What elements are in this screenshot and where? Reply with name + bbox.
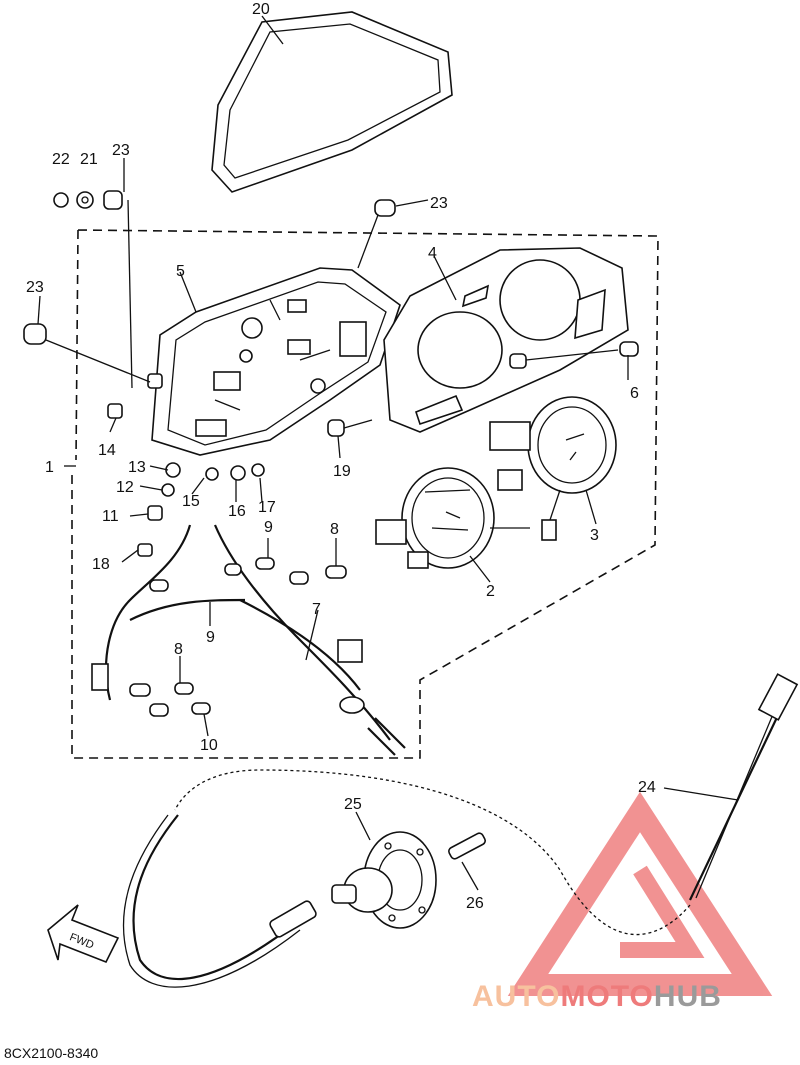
label-13: 13 (128, 459, 146, 476)
leader-lines (37, 15, 739, 891)
label-18: 18 (92, 556, 110, 573)
watermark-logo (507, 791, 773, 996)
label-23-top-right: 23 (430, 195, 448, 212)
callout-labels: 20 22 21 23 23 23 5 4 6 14 19 1 13 12 15… (26, 1, 656, 912)
speedometer (375, 467, 530, 569)
label-25: 25 (344, 796, 362, 813)
label-19: 19 (333, 463, 351, 480)
label-9-upper: 9 (264, 519, 273, 536)
gear-unit (331, 831, 437, 929)
watermark-text: AUTOMOTOHUB (472, 980, 722, 1014)
wire-harness (91, 524, 406, 756)
label-24: 24 (638, 779, 656, 796)
label-17: 17 (258, 499, 276, 516)
bezel-gasket (211, 11, 453, 193)
hardware-fasteners (23, 190, 639, 557)
label-23-left: 23 (26, 279, 44, 296)
label-8-upper: 8 (330, 521, 339, 538)
bulbs (129, 557, 347, 717)
pin (448, 832, 486, 860)
watermark-moto: MOTO (560, 980, 654, 1013)
label-16: 16 (228, 503, 246, 520)
watermark-hub: HUB (653, 980, 722, 1013)
label-8-lower: 8 (174, 641, 183, 658)
label-15: 15 (182, 493, 200, 510)
label-10: 10 (200, 737, 218, 754)
meter-lower-case (151, 267, 401, 456)
label-20: 20 (252, 1, 270, 18)
label-21: 21 (80, 151, 98, 168)
meter-upper-case (383, 247, 629, 433)
label-26: 26 (466, 895, 484, 912)
speedometer-cable (122, 673, 799, 988)
label-9-lower: 9 (206, 629, 215, 646)
label-12: 12 (116, 479, 134, 496)
label-3: 3 (590, 527, 599, 544)
label-11: 11 (102, 508, 119, 525)
label-22: 22 (52, 151, 70, 168)
label-4: 4 (428, 245, 437, 262)
label-5: 5 (176, 263, 185, 280)
tachometer (489, 396, 617, 541)
watermark-auto: AUTO (472, 980, 561, 1013)
label-2: 2 (486, 583, 495, 600)
label-6: 6 (630, 385, 639, 402)
assembly-outline (71, 229, 659, 759)
label-1: 1 (45, 459, 54, 476)
label-7: 7 (312, 601, 321, 618)
label-23-top-left: 23 (112, 142, 130, 159)
fwd-arrow-icon: FWD (47, 904, 120, 964)
part-code: 8CX2100-8340 (4, 1045, 99, 1061)
label-14: 14 (98, 442, 116, 459)
